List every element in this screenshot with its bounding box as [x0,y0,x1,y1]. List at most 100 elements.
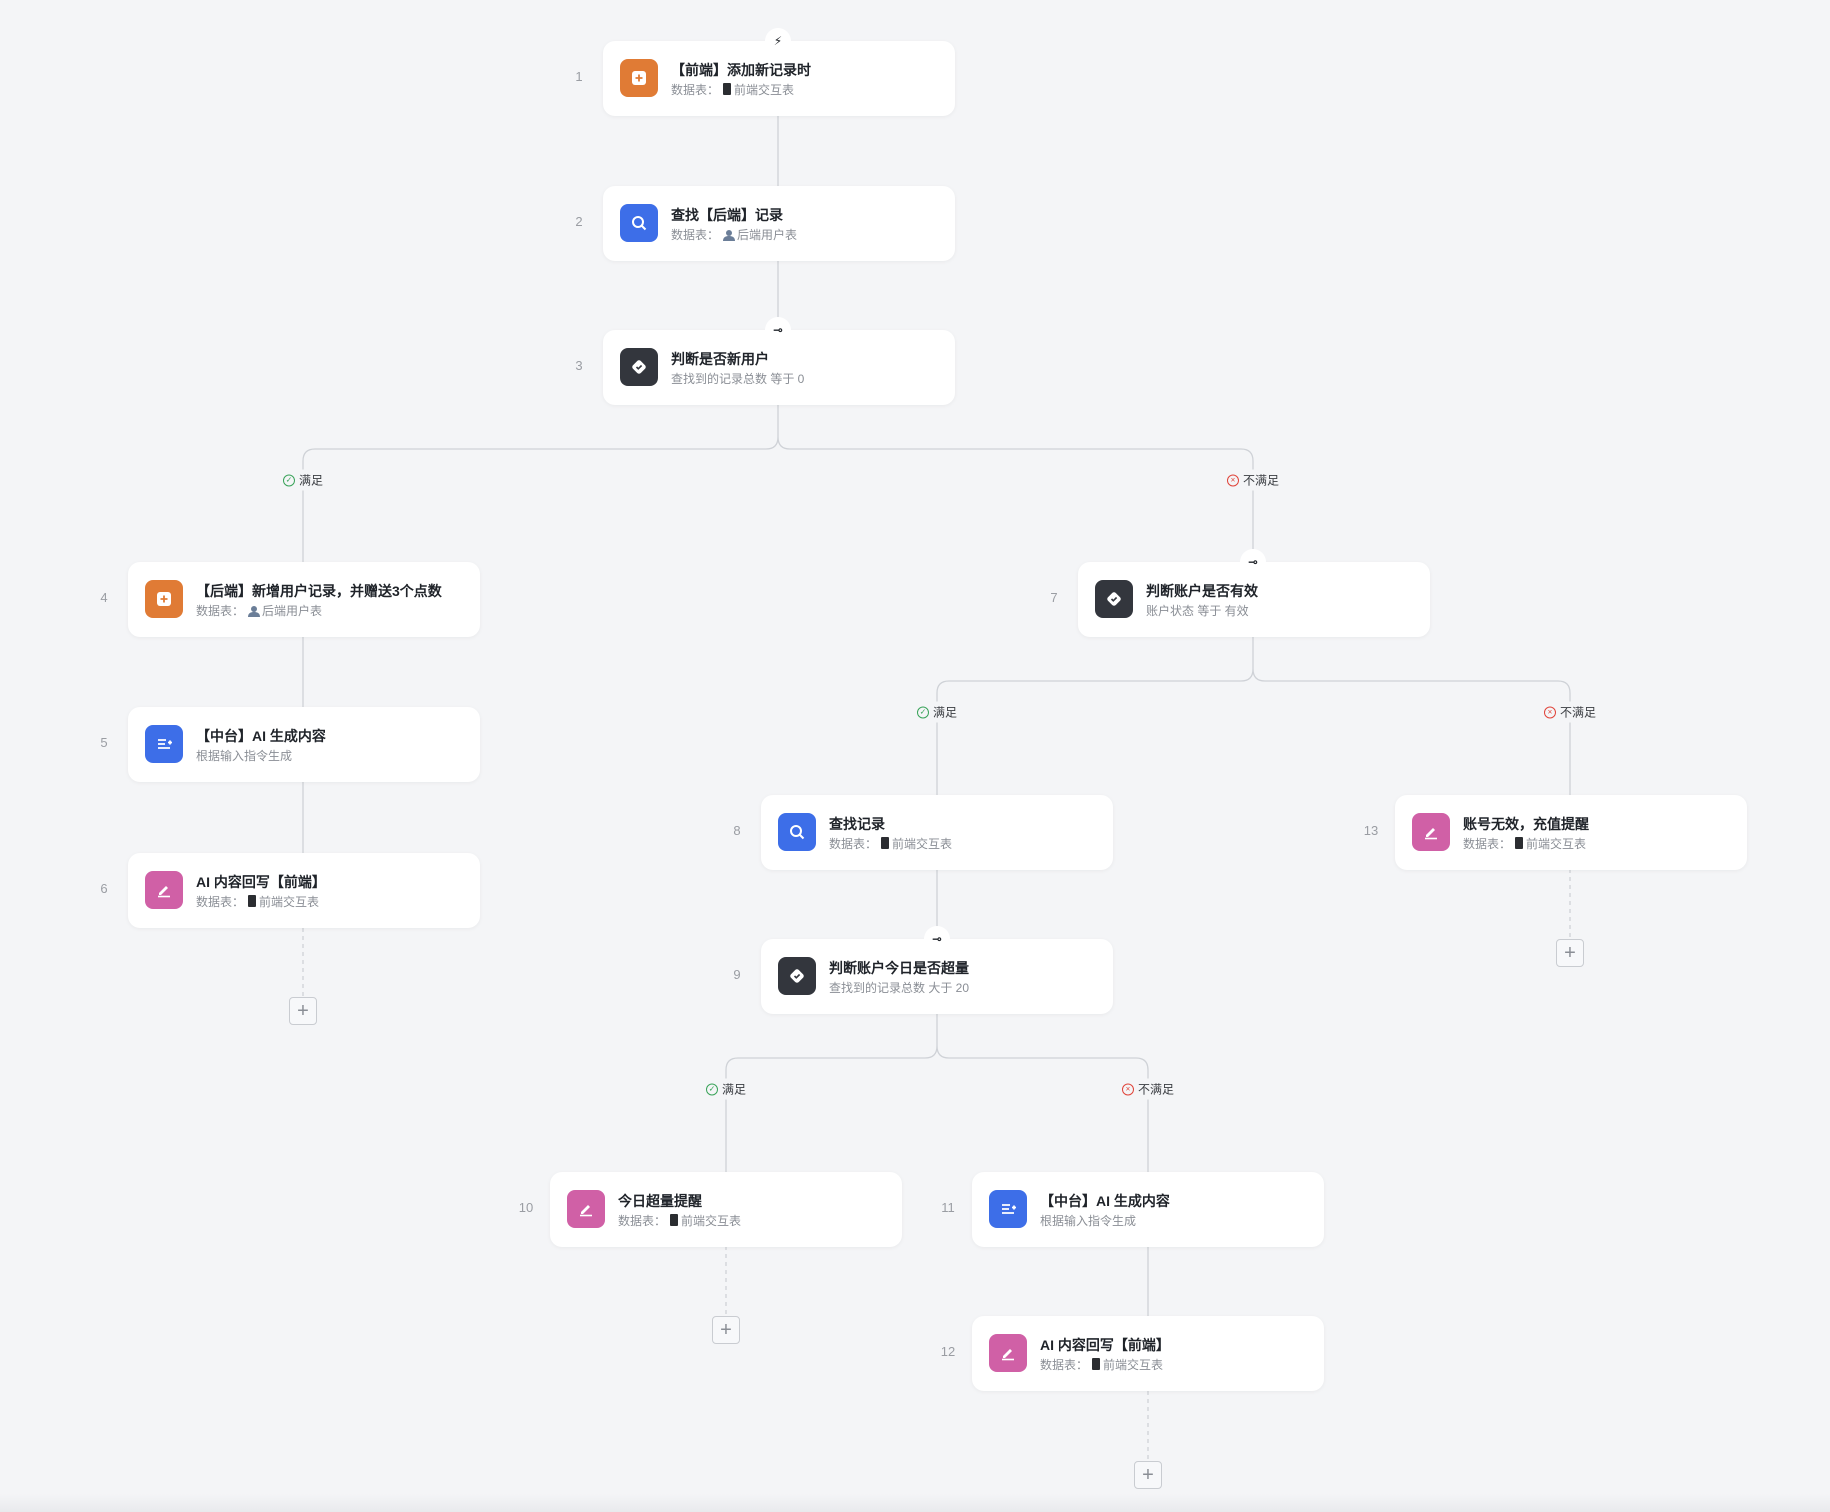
step-number: 7 [1050,590,1058,605]
workflow-node-card[interactable]: 6 AI 内容回写【前端】 数据表： 前端交互表 [100,853,480,928]
ai-generate-icon [989,1190,1027,1228]
trigger-lightning-icon: ⚡ [765,28,791,54]
search-icon [620,204,658,242]
workflow-node-card[interactable]: 2 查找【后端】记录 数据表： 后端用户表 [575,186,955,261]
canvas-bottom-edge [0,1494,1830,1512]
node-title: 查找【后端】记录 [671,207,783,223]
add-step-button[interactable]: + [1556,939,1584,967]
node-subtitle: 数据表： 前端交互表 [671,81,794,98]
add-record-icon [145,580,183,618]
step-number: 1 [575,69,583,84]
condition-icon [1095,580,1133,618]
x-circle-icon: × [1226,474,1239,486]
node-subtitle: 数据表： 前端交互表 [196,893,319,910]
step-number: 4 [100,590,108,605]
table-name: 前端交互表 [734,83,795,97]
step-number: 12 [940,1344,956,1359]
node-description: 查找到的记录总数 大于 20 [829,981,970,995]
node-title: 【中台】AI 生成内容 [196,728,326,744]
add-step-button[interactable]: + [712,1316,740,1344]
table-label: 数据表： [671,228,720,242]
workflow-node-card[interactable]: 5 【中台】AI 生成内容 根据输入指令生成 [100,707,480,782]
node-description: 根据输入指令生成 [196,749,293,763]
phone-icon [723,83,732,95]
phone-icon [881,837,890,849]
workflow-node-card[interactable]: 8 查找记录 数据表：前端交互表 [733,795,1113,870]
branch-label-no: ×不满足 [1117,1078,1179,1100]
node-subtitle: 数据表：前端交互表 [829,835,952,852]
node-subtitle: 数据表： 前端交互表 [1040,1356,1163,1373]
edit-icon [567,1190,605,1228]
search-icon [778,813,816,851]
step-number: 9 [733,967,741,982]
node-subtitle: 查找到的记录总数 等于 0 [671,370,804,387]
node-subtitle: 数据表： 前端交互表 [618,1212,741,1229]
check-circle-icon: ✓ [705,1083,718,1095]
x-circle-icon: × [1543,706,1556,718]
node-description: 查找到的记录总数 等于 0 [671,372,805,386]
add-step-button[interactable]: + [289,997,317,1025]
table-name: 前端交互表 [1526,837,1587,851]
condition-icon [778,957,816,995]
phone-icon [248,895,257,907]
edit-icon [145,871,183,909]
step-number: 13 [1363,823,1379,838]
node-title: 【前端】添加新记录时 [671,62,811,78]
step-number: 5 [100,735,108,750]
node-subtitle: 数据表：前端交互表 [1463,835,1586,852]
add-step-button[interactable]: + [1134,1461,1162,1489]
node-title: 查找记录 [829,816,885,832]
node-title: 判断是否新用户 [671,351,769,367]
branch-icon: ⊸ [765,317,791,343]
phone-icon [1515,837,1524,849]
node-title: 判断账户是否有效 [1146,583,1258,599]
condition-icon [620,348,658,386]
branch-label-yes: ✓满足 [701,1078,751,1100]
node-title: 今日超量提醒 [618,1193,702,1209]
edit-icon [989,1334,1027,1372]
node-description: 账户状态 等于 有效 [1146,604,1249,618]
table-label: 数据表： [671,83,720,97]
workflow-node-card[interactable]: 12 AI 内容回写【前端】 数据表： 前端交互表 [941,1316,1324,1391]
phone-icon [1092,1358,1101,1370]
node-title: 【后端】新增用户记录，并赠送3个点数 [196,583,442,599]
table-name: 后端用户表 [737,228,798,242]
node-subtitle: 账户状态 等于 有效 [1146,602,1249,619]
table-name: 前端交互表 [259,895,320,909]
x-circle-icon: × [1121,1083,1134,1095]
workflow-node-card[interactable]: 11 【中台】AI 生成内容 根据输入指令生成 [941,1172,1324,1247]
branch-icon: ⊸ [1240,549,1266,575]
branch-icon: ⊸ [924,926,950,952]
add-record-icon [620,59,658,97]
table-label: 数据表： [196,895,245,909]
workflow-node-card[interactable]: 4 【后端】新增用户记录，并赠送3个点数 数据表：后端用户表 [100,562,480,637]
branch-label-yes: ✓满足 [278,469,328,491]
table-label: 数据表： [618,1214,667,1228]
node-title: 账号无效，充值提醒 [1463,816,1589,832]
node-subtitle: 查找到的记录总数 大于 20 [829,979,969,996]
user-icon [723,230,736,241]
table-name: 前端交互表 [681,1214,742,1228]
table-label: 数据表： [1040,1358,1089,1372]
step-number: 8 [733,823,741,838]
step-number: 2 [575,214,583,229]
check-circle-icon: ✓ [916,706,929,718]
table-label: 数据表： [829,837,878,851]
node-subtitle: 根据输入指令生成 [196,747,292,764]
node-subtitle: 数据表： 后端用户表 [671,226,797,243]
workflow-node-card[interactable]: 13 账号无效，充值提醒 数据表：前端交互表 [1364,795,1747,870]
step-number: 6 [100,881,108,896]
branch-label-no: ×不满足 [1222,469,1284,491]
branch-label-no: ×不满足 [1539,701,1601,723]
table-label: 数据表： [196,604,245,618]
phone-icon [670,1214,679,1226]
node-title: AI 内容回写【前端】 [1040,1337,1170,1353]
node-title: 判断账户今日是否超量 [829,960,969,976]
node-title: AI 内容回写【前端】 [196,874,326,890]
table-name: 前端交互表 [1103,1358,1164,1372]
edit-icon [1412,813,1450,851]
workflow-node-card[interactable]: 10 今日超量提醒 数据表：前端交互表 [519,1172,902,1247]
node-title: 【中台】AI 生成内容 [1040,1193,1170,1209]
step-number: 3 [575,358,583,373]
